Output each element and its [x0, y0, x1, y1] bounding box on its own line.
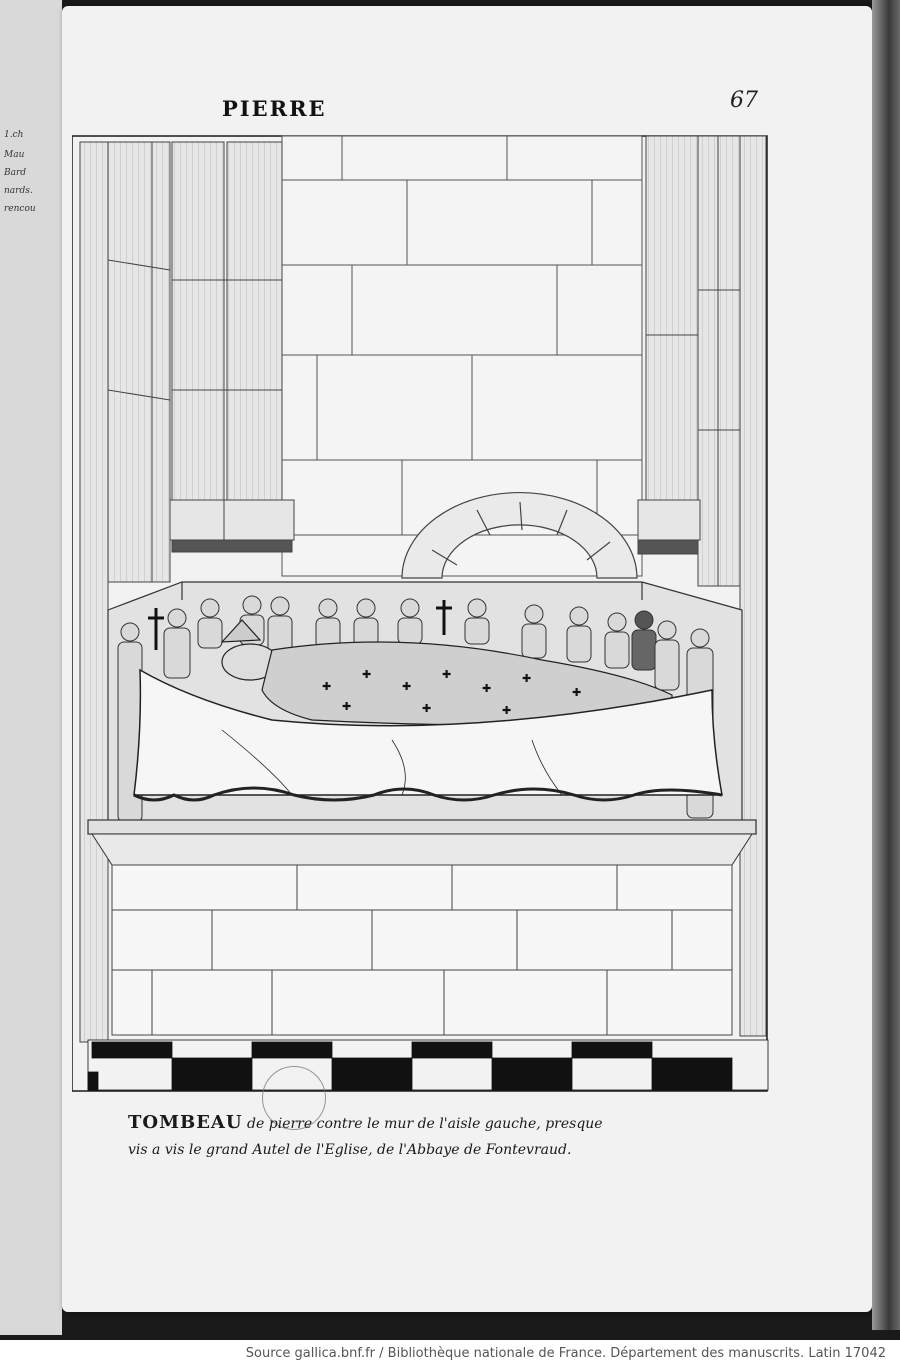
wall-arch: [401, 492, 638, 579]
svg-text:✚: ✚: [502, 704, 511, 717]
caption-line-2: vis a vis le grand Autel de l'Eglise, de…: [128, 1142, 572, 1158]
svg-text:✚: ✚: [572, 686, 581, 699]
caption-line-1-text: de pierre contre le mur de l'aisle gauch…: [242, 1116, 603, 1132]
previous-page-edge: 1.ch Mau Bard nards. rencou: [0, 0, 62, 1335]
svg-text:✚: ✚: [522, 672, 531, 685]
page-number: 67: [730, 88, 758, 113]
svg-text:✚: ✚: [422, 702, 431, 715]
svg-text:✚: ✚: [442, 668, 451, 681]
cross-icon: [148, 600, 452, 650]
page-header-title: PIERRE: [222, 96, 327, 121]
caption-line-1: TOMBEAU de pierre contre le mur de l'ais…: [128, 1110, 728, 1137]
svg-text:✚: ✚: [342, 700, 351, 713]
previous-page-margin-text: Mau: [4, 150, 25, 160]
library-stamp-icon: [262, 1066, 326, 1130]
checkered-floor: [87, 1039, 769, 1091]
svg-text:✚: ✚: [322, 680, 331, 693]
back-wall: [281, 135, 643, 577]
left-pilaster: [79, 141, 295, 1043]
caption: TOMBEAU de pierre contre le mur de l'ais…: [128, 1110, 728, 1163]
tomb-drapery: [133, 668, 723, 802]
svg-text:✚: ✚: [362, 668, 371, 681]
previous-page-margin-text: nards.: [4, 186, 33, 196]
caption-lead: TOMBEAU: [128, 1112, 243, 1133]
mourner-figures: [117, 595, 714, 823]
svg-text:✚: ✚: [402, 680, 411, 693]
tomb-base: [111, 864, 733, 1036]
previous-page-margin-text: Bard: [4, 168, 27, 178]
tomb-effigy: ✚ ✚ ✚ ✚ ✚ ✚ ✚ ✚ ✚ ✚: [220, 619, 673, 726]
svg-text:✚: ✚: [482, 682, 491, 695]
page-edge-shadow: [872, 0, 900, 1330]
tomb-cornice: [91, 833, 753, 866]
right-pilaster: [637, 135, 767, 1037]
previous-page-margin-text: 1.ch: [4, 130, 24, 140]
tomb-drawing: ✚ ✚ ✚ ✚ ✚ ✚ ✚ ✚ ✚ ✚: [72, 135, 769, 1092]
previous-page-margin-text: rencou: [4, 204, 36, 214]
source-credit: Source gallica.bnf.fr / Bibliothèque nat…: [245, 1346, 886, 1361]
tomb-ledge: [87, 819, 757, 835]
source-footer: Source gallica.bnf.fr / Bibliothèque nat…: [0, 1340, 900, 1368]
